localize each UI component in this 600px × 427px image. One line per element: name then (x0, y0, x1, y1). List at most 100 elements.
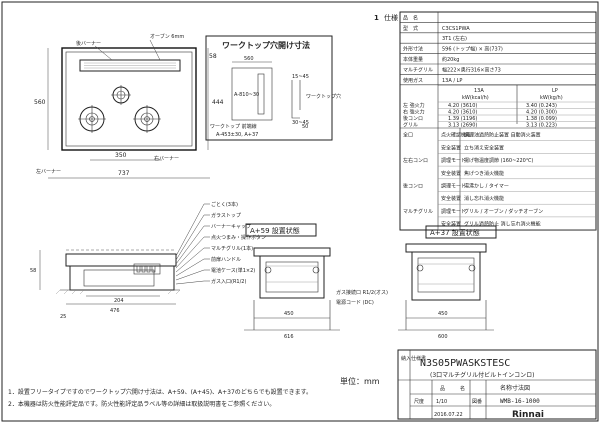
side-grill (83, 269, 155, 287)
spec-row-value: 約20kg (442, 56, 459, 63)
rear-burner (111, 85, 131, 105)
title-frame (397, 349, 597, 420)
install-power: 電源コード (DC) (336, 299, 374, 306)
safety-group: 後コンロ (403, 183, 423, 190)
burner-value-b: 3.13 (0.223) (526, 123, 557, 129)
title-block: 納入仕様書 N3S05PWASKSTESC (3口マルチグリル付ビルトインコンロ… (397, 349, 597, 420)
title-drawing-label: 図番 (472, 398, 482, 405)
dim-top: 58 (209, 53, 217, 60)
safety-item: 安全装置 (441, 221, 461, 228)
dim-side: 444 (212, 99, 224, 106)
burner-value-b: 3.40 (0.243) (526, 103, 557, 109)
burner-value-a: 4.20 (3610) (448, 110, 477, 116)
burner-value-b: 4.20 (0.300) (526, 110, 557, 116)
gas-col-a: 13A (474, 88, 484, 94)
side-dim-2: 204 (114, 298, 124, 304)
install-a37-badge (425, 225, 497, 239)
spec-row-label: 使用ガス (403, 77, 423, 84)
burner-value-a: 3.13 (2690) (448, 123, 477, 129)
safety-note: 湯沸かし / タイマー (464, 183, 509, 190)
dim-width: 737 (118, 170, 130, 177)
safety-group: マルチグリル (403, 208, 433, 215)
cutout-dim-side: 50 (302, 124, 308, 130)
side-body (69, 265, 175, 291)
safety-item: 調理モード (441, 183, 466, 190)
spec-row-value: C3CS1PWA (442, 26, 470, 32)
title-subtitle: (3口マルチグリル付ビルトインコンロ) (430, 371, 535, 379)
control-knobs (136, 265, 156, 273)
dim-depth: 350 (115, 152, 127, 159)
spec-row-value: 13A / LP (442, 78, 462, 84)
burner-name: 左 強火力 (403, 102, 425, 109)
front-view: 後バーナー オーブン 6mm 左バーナー 右バーナー 444 58 350 73… (34, 33, 224, 179)
install-gas-inlet: ガス接続口 R1/2(オス) (336, 289, 388, 296)
side-label: ごとく(3本) (211, 201, 238, 208)
install-a37-width: 450 (438, 311, 448, 317)
right-burner (133, 105, 161, 133)
side-label: マルチグリル(1本) (211, 245, 253, 252)
spec-row-value: 596 (トップ幅) × 高(737) (442, 46, 503, 53)
note-2: 2．本機器は防火性能評定品です。防火性能評定品ラベル等の詳細は取扱説明書をご参照… (8, 400, 275, 408)
safety-note: グリル / オーブン / ダッチオーブン (464, 208, 543, 215)
side-label: 前扉ハンドル (211, 256, 241, 263)
cutout-title: ワークトップ穴開け寸法 (222, 40, 310, 50)
install-view-a59: A+59 設置状態 450 616 ガス接続口 R1/2(オス) 電源コード (… (244, 223, 388, 340)
side-label: バーナーキャップ (211, 224, 251, 230)
note-1: 1．設置フリータイプですのでワークトップ穴開け寸法は、A+59、(A+45)、A… (8, 388, 312, 396)
title-model-label: 納入仕様書 (401, 355, 426, 362)
install-a37-body (411, 251, 481, 301)
cutout-dim-depth2: 30~45 (292, 120, 309, 126)
burner-name: 右 強火力 (403, 109, 425, 116)
safety-note: 揚げ物温度調節 (160~220℃) (464, 157, 533, 164)
cutout-hole (231, 67, 273, 121)
cutout-dim-depth: 15~45 (292, 74, 309, 80)
label-rear-burner: 後バーナー (76, 40, 101, 47)
cutout-detail: ワークトップ穴開け寸法 560 A-810~30 ワークトップ 前端線 A-45… (205, 35, 341, 141)
gas-unit-a: kW(kcal/h) (462, 95, 489, 101)
burner-value-a: 4.20 (3610) (448, 103, 477, 109)
safety-group: 左右コンロ (403, 157, 428, 164)
install-a59-body (259, 255, 325, 299)
spec-row-value: 3T1 (左右) (442, 35, 467, 42)
install-a59-width: 450 (284, 311, 294, 317)
spec-row-label: 品 名 (403, 14, 418, 21)
safety-item: 点火確認機能 (441, 132, 471, 139)
install-a59-badge (245, 223, 317, 237)
burner-name: 後コンロ (403, 115, 423, 122)
install-a59-width2: 616 (284, 334, 294, 340)
floor-hatch (55, 289, 181, 295)
cutout-dim-right: A-453±30, A+37 (216, 132, 258, 138)
install-a59-label: A+59 設置状態 (250, 226, 300, 235)
label-oven: オーブン 6mm (150, 33, 184, 40)
cutout-dim-a: A-810~30 (234, 92, 259, 98)
cutout-legend: ワークトップ穴 (306, 93, 341, 100)
cutout-frame (205, 35, 333, 141)
side-control-panel (133, 263, 161, 275)
rinnai-logo: Rinnai (512, 410, 544, 420)
safety-item: 安全装置 (441, 195, 461, 202)
safety-item: 調理モード (441, 157, 466, 164)
safety-note: グリル過熱防止 消し忘れ消火機能 (464, 221, 541, 228)
safety-note: 消し忘れ消火機能 (464, 195, 504, 202)
left-burner (78, 105, 106, 133)
side-dim-3: 476 (110, 308, 120, 314)
sheet-number: 1 (374, 14, 379, 22)
title-col-3: 名称寸法図 (500, 384, 530, 392)
safety-note: 調理油過熱防止装置 自動消火装置 (464, 132, 541, 139)
title-scale-label: 尺度 (414, 398, 424, 405)
safety-item: 安全装置 (441, 170, 461, 177)
gas-col-b: LP (552, 88, 558, 94)
spec-row-label: 型 式 (403, 25, 418, 32)
spec-row-label: 本体重量 (403, 56, 423, 63)
cutout-front-line: ワークトップ 前端線 (210, 123, 257, 130)
side-view: 58 476 204 25 ごとく(3本)ガラストップバーナーキャップ点火つまみ… (30, 201, 266, 320)
side-label: 電池ケース(単1×2) (211, 267, 255, 274)
title-scale: 1/10 (436, 399, 447, 405)
title-drawing-no: WMB-16-1000 (500, 398, 540, 405)
spec-row-label: 外形寸法 (403, 46, 423, 53)
title-model: N3S05PWASKSTESC (420, 358, 510, 369)
label-right-burner: 右バーナー (154, 155, 179, 162)
